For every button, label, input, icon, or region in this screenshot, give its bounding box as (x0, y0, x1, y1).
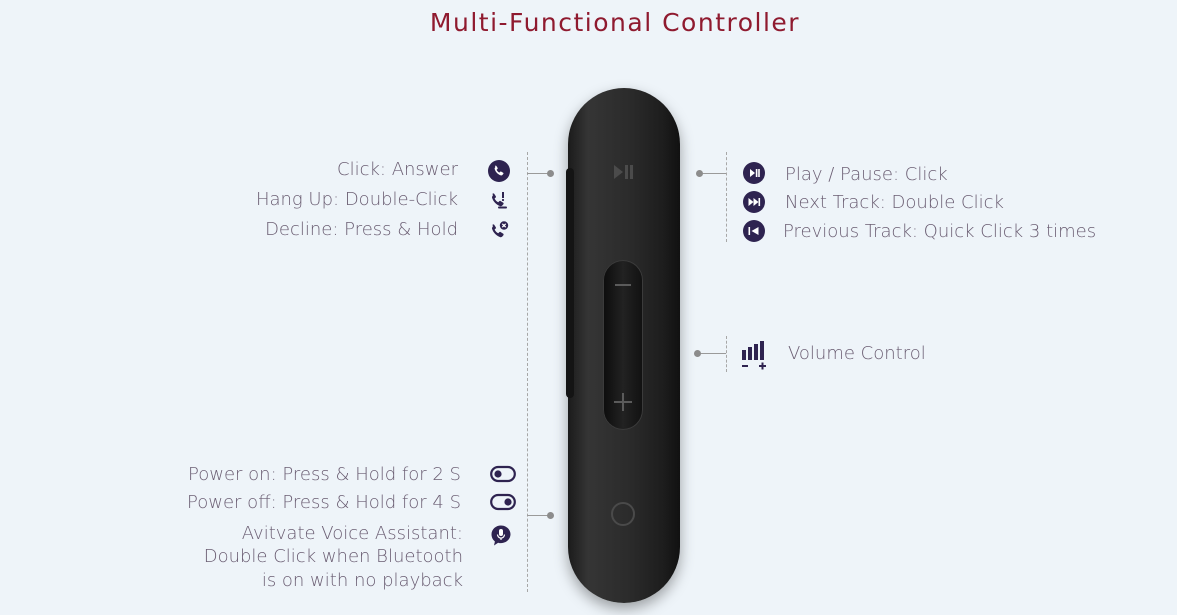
power-connector (527, 515, 551, 516)
device-side-rim (566, 168, 574, 398)
microphone-icon (490, 524, 512, 548)
left-divider-line (527, 152, 528, 592)
volume-bars-icon (740, 340, 770, 372)
hangup-label: Hang Up: Double-Click (255, 189, 458, 210)
media-connector-dot (696, 170, 703, 177)
right-divider-line-top (726, 152, 727, 242)
controller-device (566, 88, 680, 603)
volume-connector-dot (694, 350, 701, 357)
device-volume-down-icon (615, 284, 631, 286)
voice-assistant-label-3: is on with no playback (261, 570, 463, 591)
power-on-label: Power on: Press & Hold for 2 S (188, 464, 461, 485)
next-track-label: Next Track: Double Click (785, 192, 1004, 213)
next-track-icon (742, 190, 766, 214)
device-play-pause-button (612, 163, 636, 181)
phone-hangup-icon (487, 189, 511, 213)
toggle-on-icon (490, 493, 516, 511)
previous-track-icon (742, 219, 766, 243)
volume-label: Volume Control (788, 343, 926, 364)
media-connector (700, 173, 726, 174)
right-divider-line-volume (726, 336, 727, 372)
decline-label: Decline: Press & Hold (265, 219, 458, 240)
voice-assistant-label-1: Avitvate Voice Assistant: (241, 523, 463, 544)
previous-track-label: Previous Track: Quick Click 3 times (783, 221, 1097, 242)
power-off-label: Power off: Press & Hold for 4 S (187, 492, 461, 513)
toggle-off-icon (490, 465, 516, 483)
answer-connector (527, 173, 551, 174)
volume-connector (698, 353, 726, 354)
device-volume-up-icon-vertical (622, 393, 624, 411)
phone-decline-icon (487, 219, 511, 243)
device-power-button (611, 502, 635, 526)
answer-connector-dot (547, 170, 554, 177)
play-pause-label: Play / Pause: Click (785, 164, 948, 185)
answer-label: Click: Answer (337, 159, 458, 180)
voice-assistant-label-2: Double Click when Bluetooth (203, 546, 463, 567)
power-connector-dot (547, 512, 554, 519)
phone-answer-icon (487, 159, 511, 183)
device-volume-rocker (603, 260, 643, 430)
page-title: Multi-Functional Controller (429, 8, 801, 37)
play-pause-icon (742, 161, 766, 185)
